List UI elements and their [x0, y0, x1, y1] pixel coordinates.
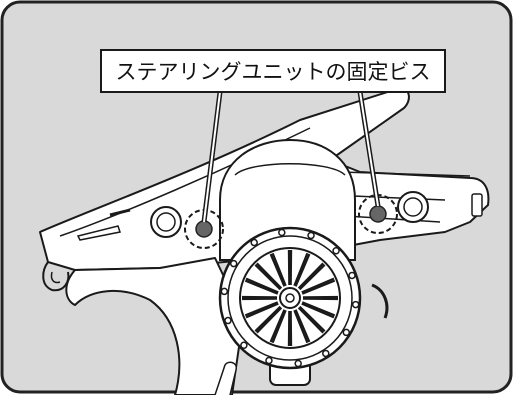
wheel-spoke — [297, 262, 324, 290]
wheel-grip-knob — [220, 287, 229, 296]
wheel-spoke — [256, 306, 283, 334]
wheel-grip-knob — [229, 259, 238, 268]
wheel-grip-knob — [332, 247, 340, 255]
wheel-spoke — [254, 264, 282, 291]
wheel-grip-knob — [224, 316, 232, 325]
wheel-grip-knob — [278, 228, 286, 237]
wheel-spoke — [271, 252, 287, 287]
wheel-grip-knob — [348, 271, 356, 280]
wheel-spoke — [244, 301, 279, 317]
wheel-spoke — [293, 309, 309, 344]
callout-box — [100, 49, 446, 93]
wheel-spoke — [271, 309, 287, 344]
steering-wheel-icon — [218, 226, 362, 370]
left-screw-icon — [195, 220, 213, 238]
wheel-spoke — [294, 253, 311, 287]
wheel-grip-knob — [240, 341, 248, 349]
wheel-spoke — [293, 252, 309, 287]
wheel-spoke — [301, 302, 335, 319]
wheel-spoke — [301, 279, 336, 295]
wheel-spoke — [298, 264, 326, 291]
wheel-grip-knob — [265, 356, 273, 365]
callout-leaders — [201, 91, 381, 223]
wheel-grip-knob — [342, 328, 351, 337]
wheel-spoke — [245, 277, 279, 294]
wheel-spoke — [269, 309, 286, 343]
wheel-grip-knob — [322, 349, 330, 358]
wheel-spoke — [298, 305, 326, 332]
wheel-spoke — [297, 306, 324, 334]
right-screw-icon — [369, 205, 387, 223]
wheel-grip-knob — [294, 359, 302, 368]
callout-label: ステアリングユニットの固定ビス — [116, 60, 431, 84]
wheel-spoke — [294, 309, 311, 343]
wheel-spoke — [244, 279, 279, 295]
wheel-spoke — [269, 253, 286, 287]
wheel-spoke — [301, 301, 336, 317]
wheel-spoke — [256, 262, 283, 290]
wheel-grip-knob — [250, 238, 258, 247]
wheel-spoke — [254, 305, 282, 332]
wheel-grip-knob — [351, 300, 360, 309]
wheel-spoke — [245, 302, 279, 319]
wheel-grip-knob — [307, 231, 315, 240]
wheel-spoke — [301, 277, 335, 294]
